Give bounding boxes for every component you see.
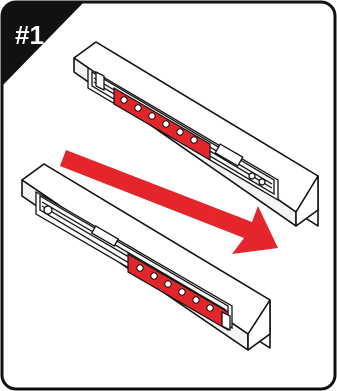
step-number-label: #1 [15,15,75,55]
